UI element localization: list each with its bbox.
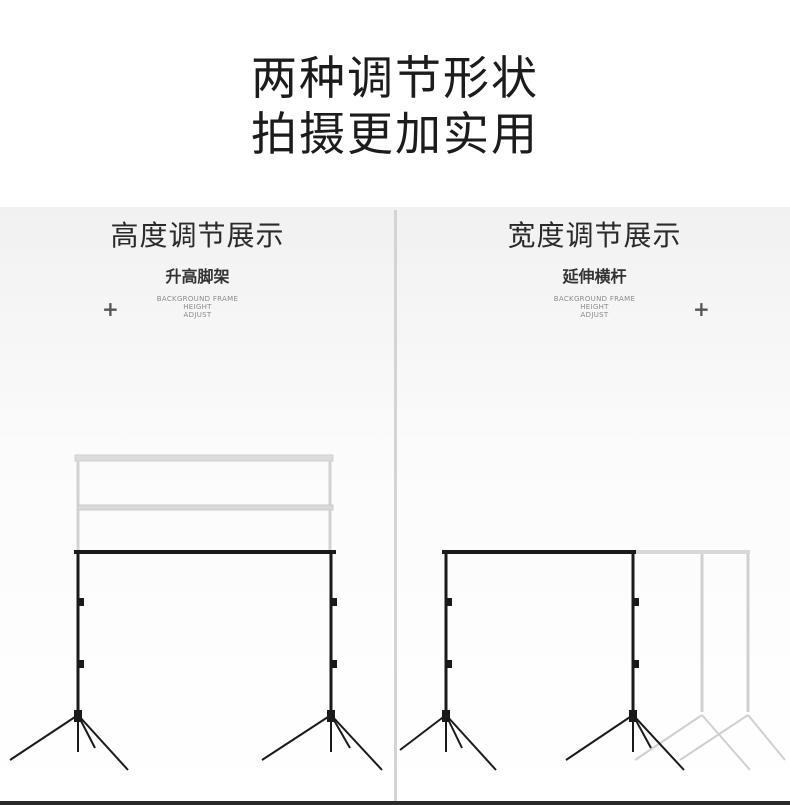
left-ghost-frames (74, 454, 334, 552)
note-line: ADJUST (580, 311, 609, 319)
bottom-border (0, 801, 790, 805)
right-ghost-frames (632, 550, 786, 771)
height-adjust-panel: 高度调节展示 升高脚架 BACKGROUND FRAME HEIGHT ADJU… (0, 207, 395, 805)
height-adjust-subtitle: 升高脚架 (165, 267, 230, 286)
note-line: BACKGROUND FRAME (553, 295, 636, 303)
width-adjust-subtitle: 延伸横杆 (562, 267, 627, 286)
note-line: BACKGROUND FRAME (156, 295, 239, 303)
height-adjust-note: BACKGROUND FRAME HEIGHT ADJUST (0, 295, 395, 319)
left-stand (9, 550, 383, 771)
note-line: ADJUST (183, 311, 212, 319)
height-adjust-title: 高度调节展示 (110, 219, 285, 252)
panel-divider (394, 210, 397, 805)
plus-icon: + (102, 297, 119, 321)
width-adjust-title: 宽度调节展示 (507, 219, 682, 252)
plus-icon: + (693, 297, 710, 321)
headline-line-1: 两种调节形状 (251, 51, 539, 105)
width-adjust-panel: 宽度调节展示 延伸横杆 BACKGROUND FRAME HEIGHT ADJU… (397, 207, 790, 805)
width-adjust-note: BACKGROUND FRAME HEIGHT ADJUST (397, 295, 790, 319)
headline-line-2: 拍摄更加实用 (251, 107, 539, 161)
note-line: HEIGHT (580, 303, 609, 311)
right-stand (399, 550, 685, 771)
headline: 两种调节形状 拍摄更加实用 (0, 50, 790, 162)
note-line: HEIGHT (183, 303, 212, 311)
